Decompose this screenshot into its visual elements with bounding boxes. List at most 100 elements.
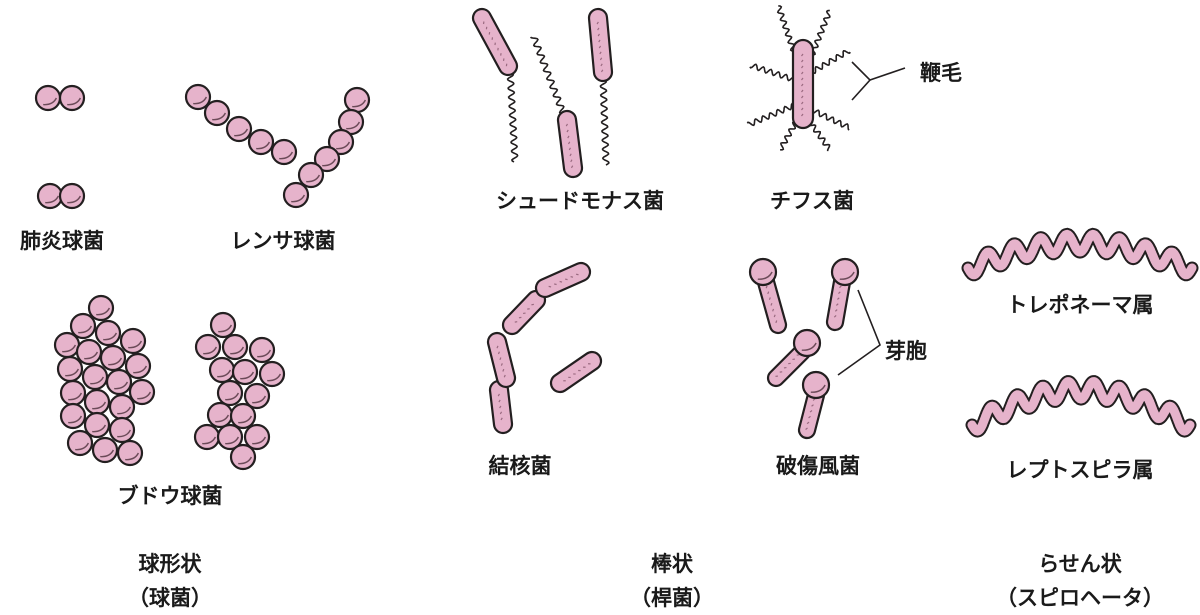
- coccus-cell: [247, 128, 275, 156]
- cell-body: [69, 312, 97, 340]
- cell-body: [243, 382, 271, 410]
- rod-cell: [488, 379, 514, 435]
- cell-shading: [84, 351, 99, 360]
- cell-body: [327, 128, 355, 156]
- coccus-cell: [313, 145, 341, 173]
- cell-shading: [43, 97, 58, 106]
- coccus-cell: [216, 423, 244, 451]
- cell-body: [549, 350, 603, 394]
- cell-body: [203, 99, 231, 127]
- coccus-cell: [108, 393, 136, 421]
- cell-shading: [238, 415, 253, 424]
- coccus-cell: [34, 84, 62, 112]
- label-tetanus: 破傷風菌: [776, 454, 860, 478]
- cell-stipple: [497, 393, 503, 421]
- coccus-cell: [81, 363, 109, 391]
- cell-shading: [92, 401, 107, 410]
- flagellum: [746, 102, 796, 127]
- cell-shading: [217, 369, 232, 378]
- cell-shading: [212, 112, 227, 121]
- cell-stipple: [563, 363, 591, 382]
- cell-body: [58, 182, 86, 210]
- cell-body: [216, 379, 244, 407]
- cell-body: [128, 378, 156, 406]
- coccus-cell: [119, 327, 147, 355]
- rod-cell: [556, 109, 584, 179]
- cell-shading: [238, 456, 253, 465]
- spore-leader: [837, 289, 881, 376]
- cell-shading: [96, 307, 111, 316]
- label-tuberculosis: 結核菌: [489, 454, 552, 478]
- flagellum: [810, 9, 831, 56]
- cell-body: [94, 319, 122, 347]
- cell-body: [58, 84, 86, 112]
- coccus-cell: [216, 379, 244, 407]
- flagellum: [529, 36, 568, 119]
- flagellum-leader: [851, 61, 872, 101]
- cell-shading: [252, 395, 267, 404]
- cell-body: [270, 138, 298, 166]
- coccus-cell: [208, 356, 236, 384]
- cell-body: [66, 429, 94, 457]
- coccus-cell: [58, 182, 86, 210]
- label-pseudomonas: シュードモナス菌: [496, 189, 664, 213]
- cell-body: [830, 257, 860, 287]
- cell-body: [282, 181, 310, 209]
- cell-shading: [230, 346, 245, 355]
- spiral-body: [963, 229, 1197, 280]
- cell-stipple: [548, 273, 579, 288]
- treponema-spiral: [961, 227, 1199, 282]
- cell-shading: [92, 424, 107, 433]
- coccus-cell: [225, 115, 253, 143]
- cell-stipple: [801, 53, 804, 117]
- category-bacilli: 棒状: [651, 552, 694, 576]
- coccus-cell: [91, 436, 119, 464]
- cell-shading: [133, 365, 148, 374]
- coccus-cell: [83, 411, 111, 439]
- cell-shading: [234, 128, 249, 137]
- cell-stipple: [496, 345, 506, 378]
- cell-shading: [267, 373, 282, 382]
- cell-body: [313, 145, 341, 173]
- coccus-cell: [59, 402, 87, 430]
- cell-body: [556, 109, 584, 179]
- flagellum: [811, 49, 851, 75]
- cell-body: [229, 443, 257, 471]
- cell-shading: [103, 332, 118, 341]
- coccus-cell: [53, 331, 81, 359]
- flagellum: [811, 109, 850, 131]
- cell-shading: [218, 324, 233, 333]
- label-flagellum: 鞭毛: [920, 61, 962, 85]
- cell-shading: [352, 99, 367, 108]
- cell-body: [534, 261, 592, 299]
- cell-stipple: [596, 21, 604, 73]
- cell-shading: [114, 381, 129, 390]
- cell-shading: [240, 371, 255, 380]
- cell-body: [91, 436, 119, 464]
- cell-shading: [203, 346, 218, 355]
- flagellum: [808, 121, 831, 152]
- cell-stipple: [775, 354, 800, 377]
- coccus-cell: [801, 370, 831, 400]
- cell-shading: [252, 436, 267, 445]
- cell-shading: [128, 340, 143, 349]
- cell-stipple: [565, 123, 574, 169]
- cell-body: [194, 333, 222, 361]
- cell-shading: [68, 392, 83, 401]
- rod-cell: [549, 350, 603, 394]
- spiral-outline: [965, 375, 1197, 438]
- rod-cell: [486, 331, 517, 389]
- cell-shading: [225, 436, 240, 445]
- rod-cell: [587, 7, 614, 83]
- cell-stipple: [833, 285, 842, 318]
- label-streptococcus: レンサ球菌: [231, 229, 336, 253]
- cell-shading: [801, 342, 817, 351]
- coccus-cell: [116, 439, 144, 467]
- cell-shading: [62, 344, 77, 353]
- cell-body: [225, 115, 253, 143]
- coccus-cell: [194, 333, 222, 361]
- rod-cell: [791, 38, 815, 130]
- category-cocci: 球形状: [139, 552, 203, 576]
- coccus-cell: [66, 429, 94, 457]
- coccus-cell: [830, 257, 860, 287]
